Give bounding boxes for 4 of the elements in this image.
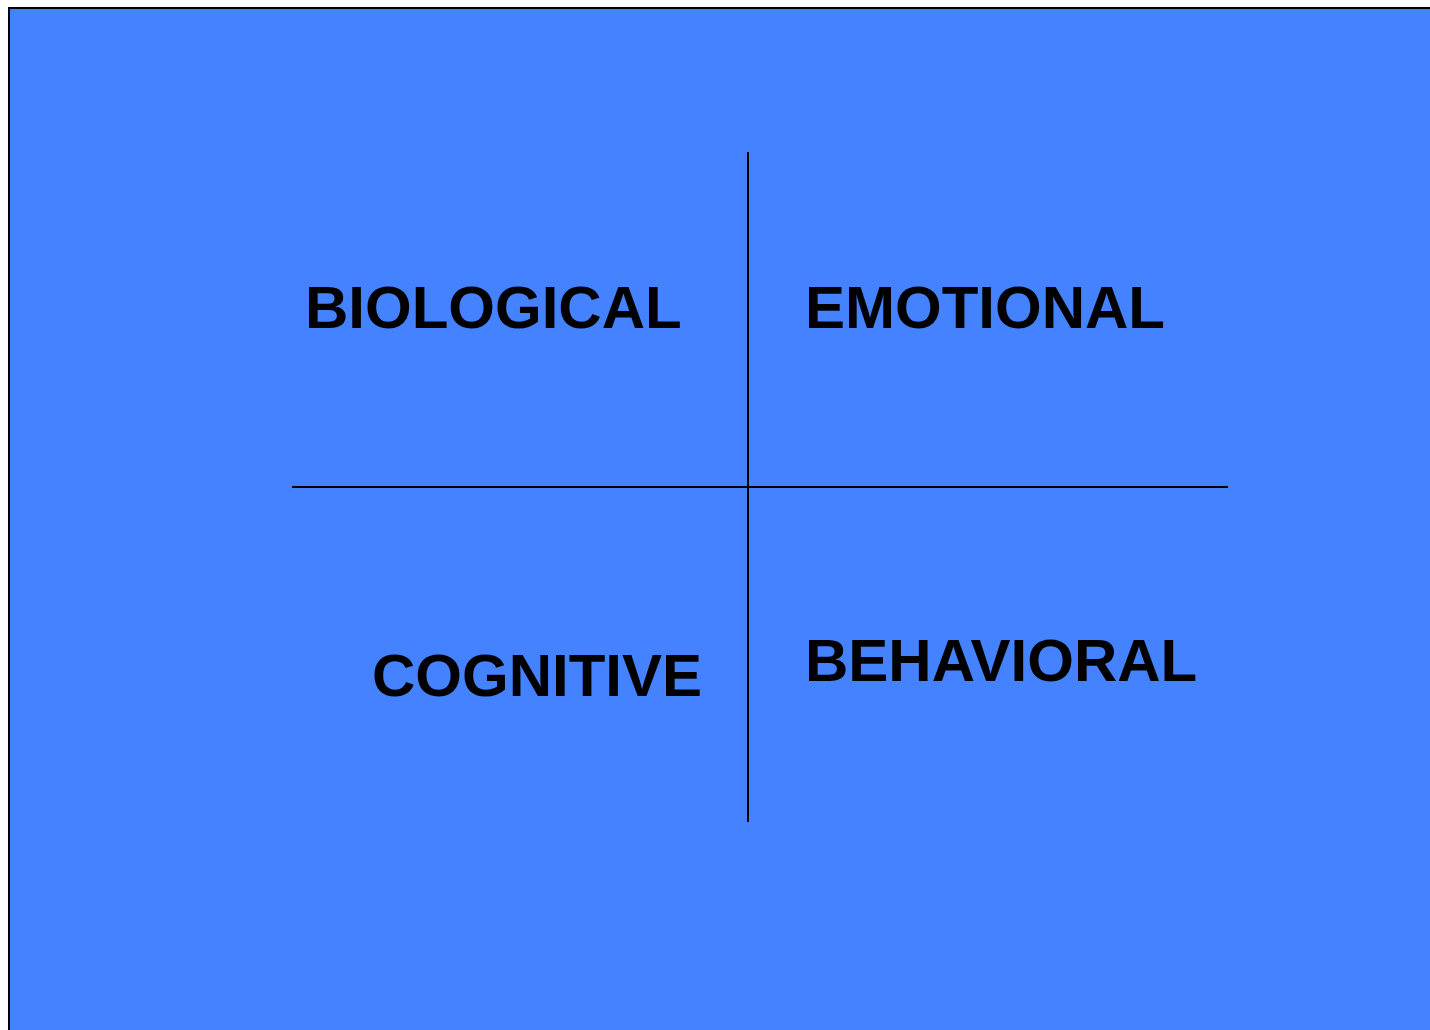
- quadrant-label: EMOTIONAL: [805, 278, 1165, 338]
- quadrant-label: BIOLOGICAL: [305, 278, 682, 338]
- quadrant-label: BEHAVIORAL: [805, 631, 1198, 691]
- quadrant-label: COGNITIVE: [371, 646, 702, 706]
